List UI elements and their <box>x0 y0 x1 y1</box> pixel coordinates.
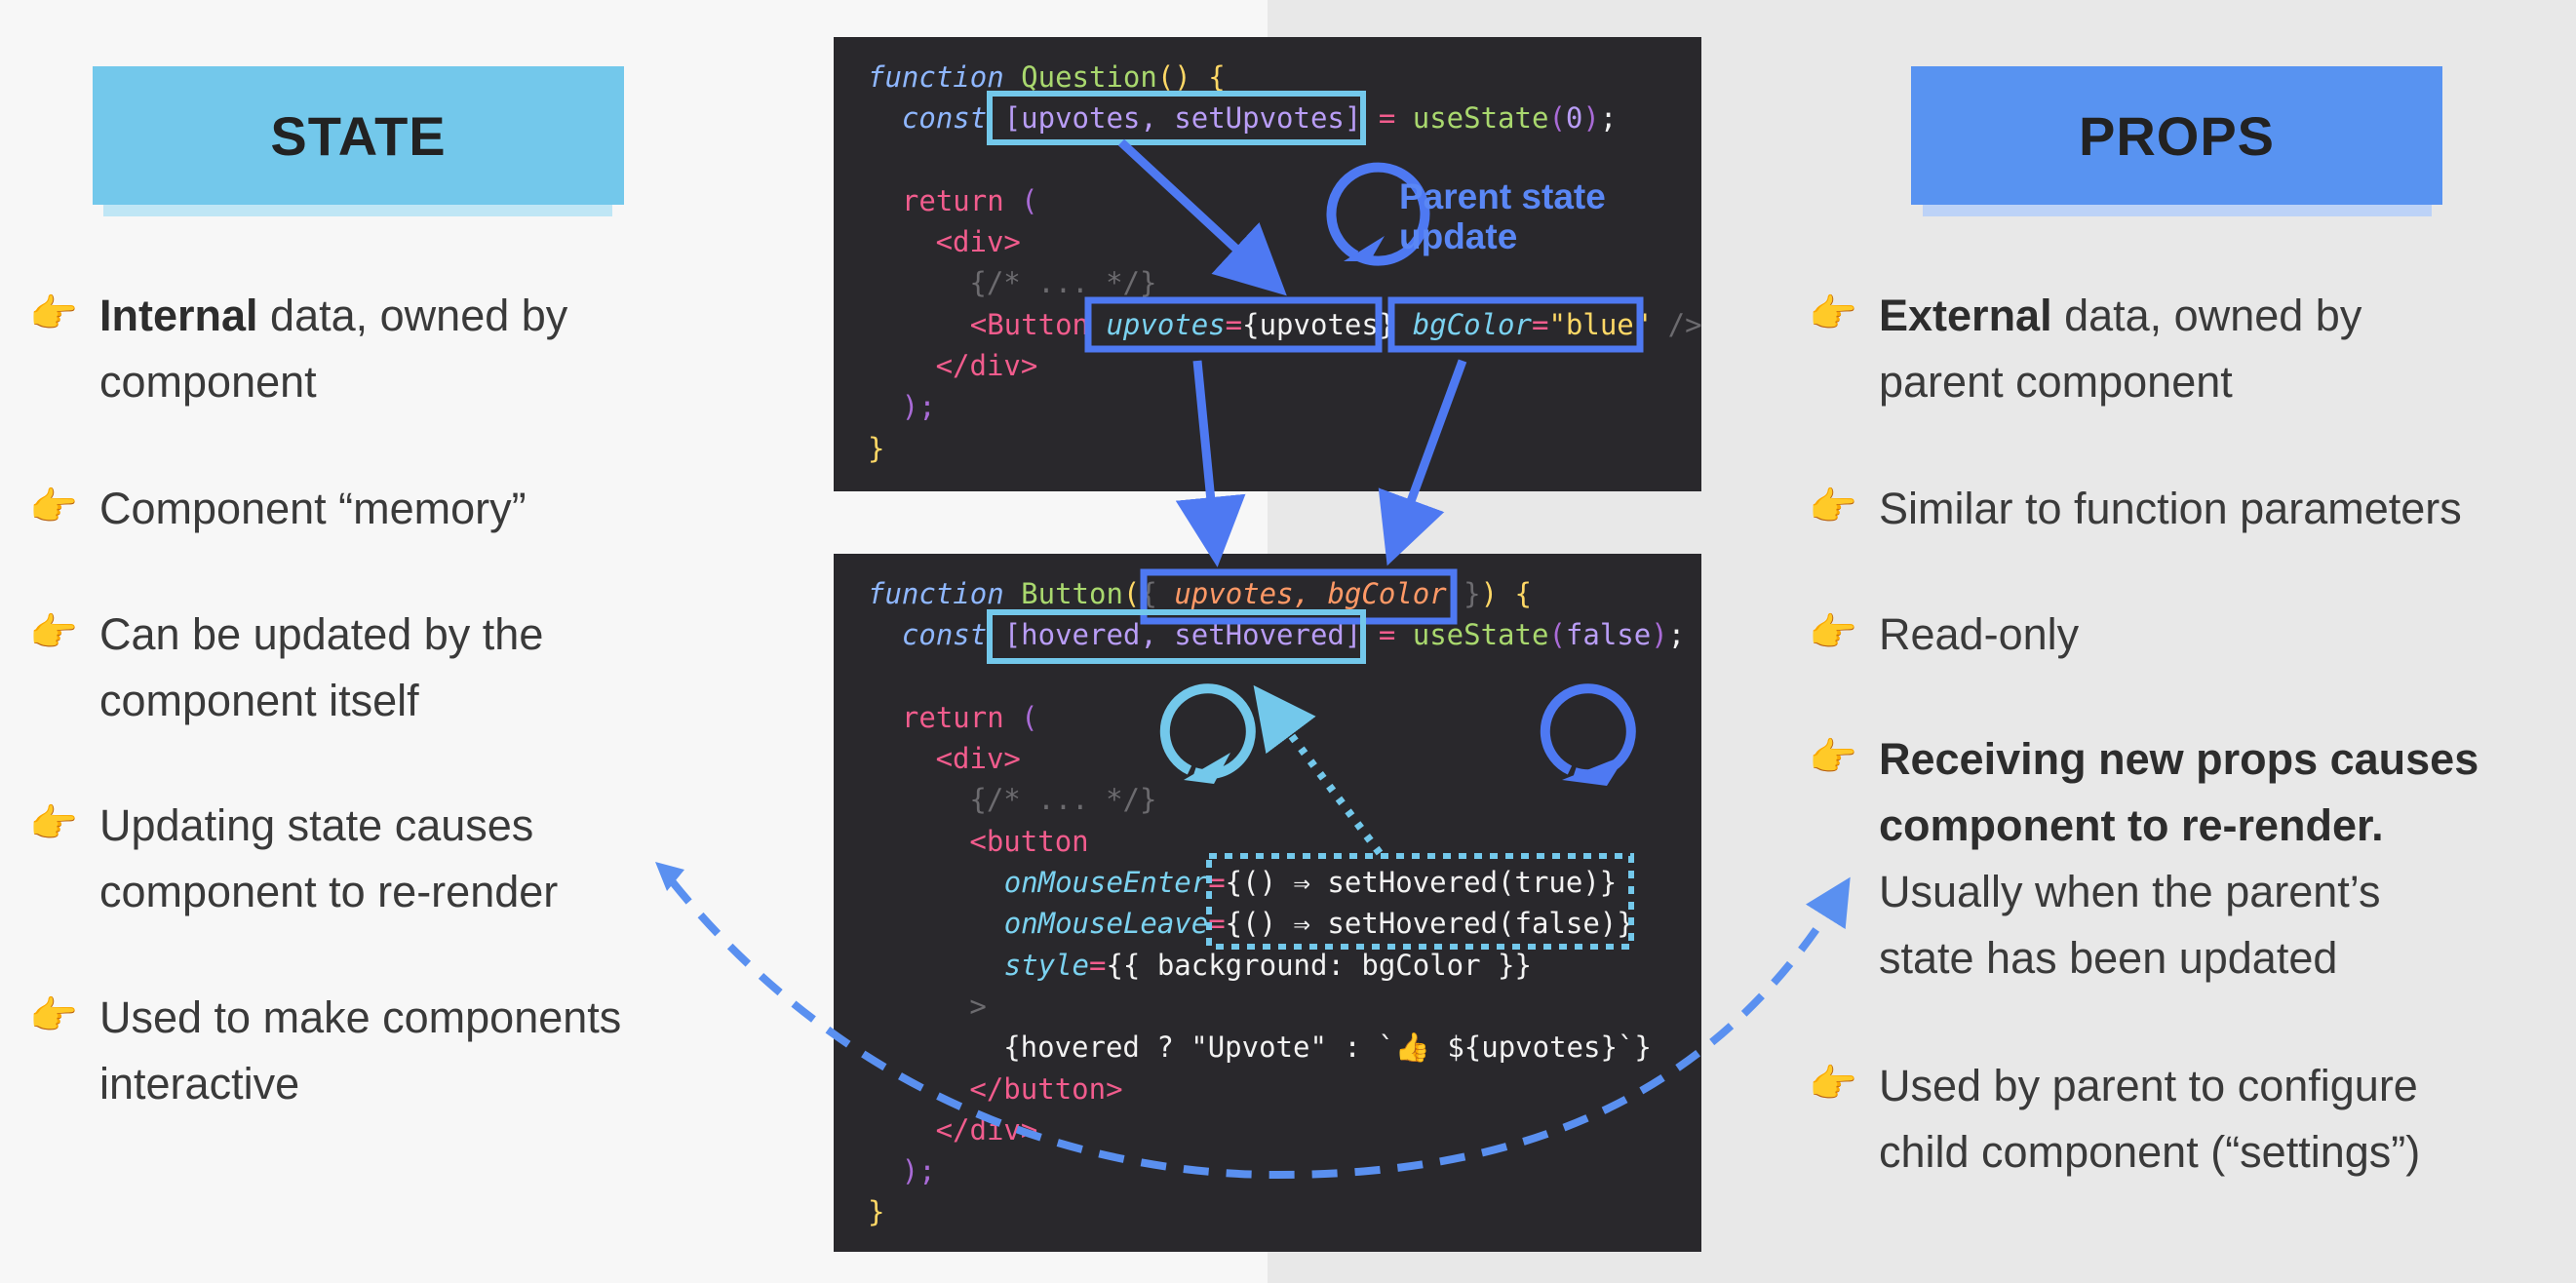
pointing-hand-icon: 👉 <box>29 292 78 335</box>
bullet-text: Can be updated by the <box>99 609 544 659</box>
props-title: PROPS <box>1911 66 2442 205</box>
bullet-text: component to re-render <box>99 867 559 916</box>
state-bullet-interactive: 👉 Used to make components interactive <box>29 985 723 1117</box>
bullet-bold-text: component to re-render. <box>1879 800 2384 850</box>
props-bullet-parameters: 👉 Similar to function parameters <box>1809 476 2561 542</box>
pointing-hand-icon: 👉 <box>29 994 78 1037</box>
code-line: onMouseEnter={() ⇒ setHovered(true)} <box>1003 866 1618 900</box>
bullet-text: component <box>99 357 317 407</box>
bullet-bold-text: External <box>1879 291 2052 340</box>
state-bullet-memory: 👉 Component “memory” <box>29 476 723 542</box>
pointing-hand-icon: 👉 <box>1809 736 1857 779</box>
code-line: ); <box>901 1154 936 1188</box>
upvotes-prop-highlight-box <box>1084 296 1383 353</box>
parent-rerender-icon <box>1326 162 1430 266</box>
button-args-highlight-box <box>1140 568 1458 625</box>
pointing-hand-icon: 👉 <box>29 611 78 654</box>
handler-update-arrow <box>1253 684 1384 856</box>
bullet-text: data, owned by <box>2051 291 2362 340</box>
state-title: STATE <box>93 66 624 205</box>
annotation-line-2: update <box>1399 216 1517 256</box>
button-code-panel: function Button({ upvotes, bgColor }) { … <box>834 554 1701 1252</box>
props-bullet-readonly: 👉 Read-only <box>1809 602 2561 668</box>
state-highlight-box <box>987 91 1366 145</box>
pointing-hand-icon: 👉 <box>1809 611 1857 654</box>
hovered-state-highlight-box <box>987 609 1366 664</box>
code-line: <Button upvotes={upvotes} bgColor="blue"… <box>969 307 1701 341</box>
bullet-text: parent component <box>1879 357 2233 407</box>
rerender-curve-start-arrowhead <box>655 862 684 891</box>
props-bullet-rerender: 👉 Receiving new props causes component t… <box>1809 726 2561 991</box>
question-code-panel: function Question() { const [upvotes, se… <box>834 37 1701 491</box>
bullet-text: data, owned by <box>257 291 568 340</box>
state-bullet-updated: 👉 Can be updated by the component itself <box>29 602 723 734</box>
bullet-text: component itself <box>99 676 419 725</box>
question-code: function Question() { const [upvotes, se… <box>868 57 1701 469</box>
bullet-text: Read-only <box>1879 609 2080 659</box>
code-line: function Question() { <box>868 60 1226 94</box>
code-line: return ( <box>901 183 1038 217</box>
state-bullet-rerender: 👉 Updating state causes component to re-… <box>29 793 723 925</box>
code-line: <div> <box>935 225 1021 259</box>
code-line: } <box>868 1195 885 1229</box>
state-bullet-internal: 👉 Internal data, owned by component <box>29 283 723 415</box>
bullet-text: state has been updated <box>1879 933 2338 983</box>
code-line: </div> <box>935 349 1038 383</box>
bullet-text: Used by parent to configure <box>1879 1061 2418 1110</box>
code-line: <div> <box>935 742 1021 776</box>
rerender-dashed-curve <box>669 876 1851 1180</box>
pointing-hand-icon: 👉 <box>1809 486 1857 528</box>
state-rerender-icon <box>1159 683 1256 784</box>
bullet-text: Used to make components <box>99 992 622 1042</box>
code-line: {/* ... */} <box>969 266 1157 300</box>
pointing-hand-icon: 👉 <box>1809 292 1857 335</box>
bullet-text: Updating state causes <box>99 800 534 850</box>
code-line: } <box>868 431 885 465</box>
props-rerender-icon <box>1540 683 1636 786</box>
bullet-text: Usually when the parent’s <box>1879 867 2381 916</box>
code-line: {hovered ? "Upvote" : `👍 ${upvotes}`} <box>1003 1030 1652 1065</box>
bullet-text: interactive <box>99 1059 300 1108</box>
code-line: </button> <box>969 1071 1123 1106</box>
code-line: ); <box>901 390 936 424</box>
bullet-text: Similar to function parameters <box>1879 484 2462 533</box>
button-code: function Button({ upvotes, bgColor }) { … <box>868 573 1685 1233</box>
bgcolor-flow-arrow <box>1378 359 1467 566</box>
bgcolor-prop-highlight-box <box>1387 296 1644 353</box>
bullet-text: Component “memory” <box>99 484 527 533</box>
code-line: > <box>969 989 987 1023</box>
code-line: return ( <box>901 700 1038 734</box>
props-bullet-external: 👉 External data, owned by parent compone… <box>1809 283 2561 415</box>
bullet-bold-text: Receiving new props causes <box>1879 734 2479 784</box>
handlers-highlight-box <box>1206 853 1634 950</box>
code-line: onMouseLeave={() ⇒ setHovered(false)} <box>1003 907 1634 941</box>
pointing-hand-icon: 👉 <box>29 802 78 845</box>
bullet-bold-text: Internal <box>99 291 258 340</box>
code-line: const [upvotes, setUpvotes] = useState(0… <box>901 101 1618 136</box>
code-line: <button <box>969 824 1089 858</box>
code-line: {/* ... */} <box>969 783 1157 817</box>
code-line: style={{ background: bgColor }} <box>1003 948 1532 982</box>
annotation-line-1: Parent state <box>1399 176 1606 216</box>
pointing-hand-icon: 👉 <box>29 486 78 528</box>
props-bullet-configure: 👉 Used by parent to configure child comp… <box>1809 1053 2561 1186</box>
state-to-prop-arrow <box>1117 138 1287 296</box>
pointing-hand-icon: 👉 <box>1809 1063 1857 1106</box>
upvotes-flow-arrow <box>1175 360 1246 567</box>
bullet-text: child component (“settings”) <box>1879 1127 2421 1177</box>
